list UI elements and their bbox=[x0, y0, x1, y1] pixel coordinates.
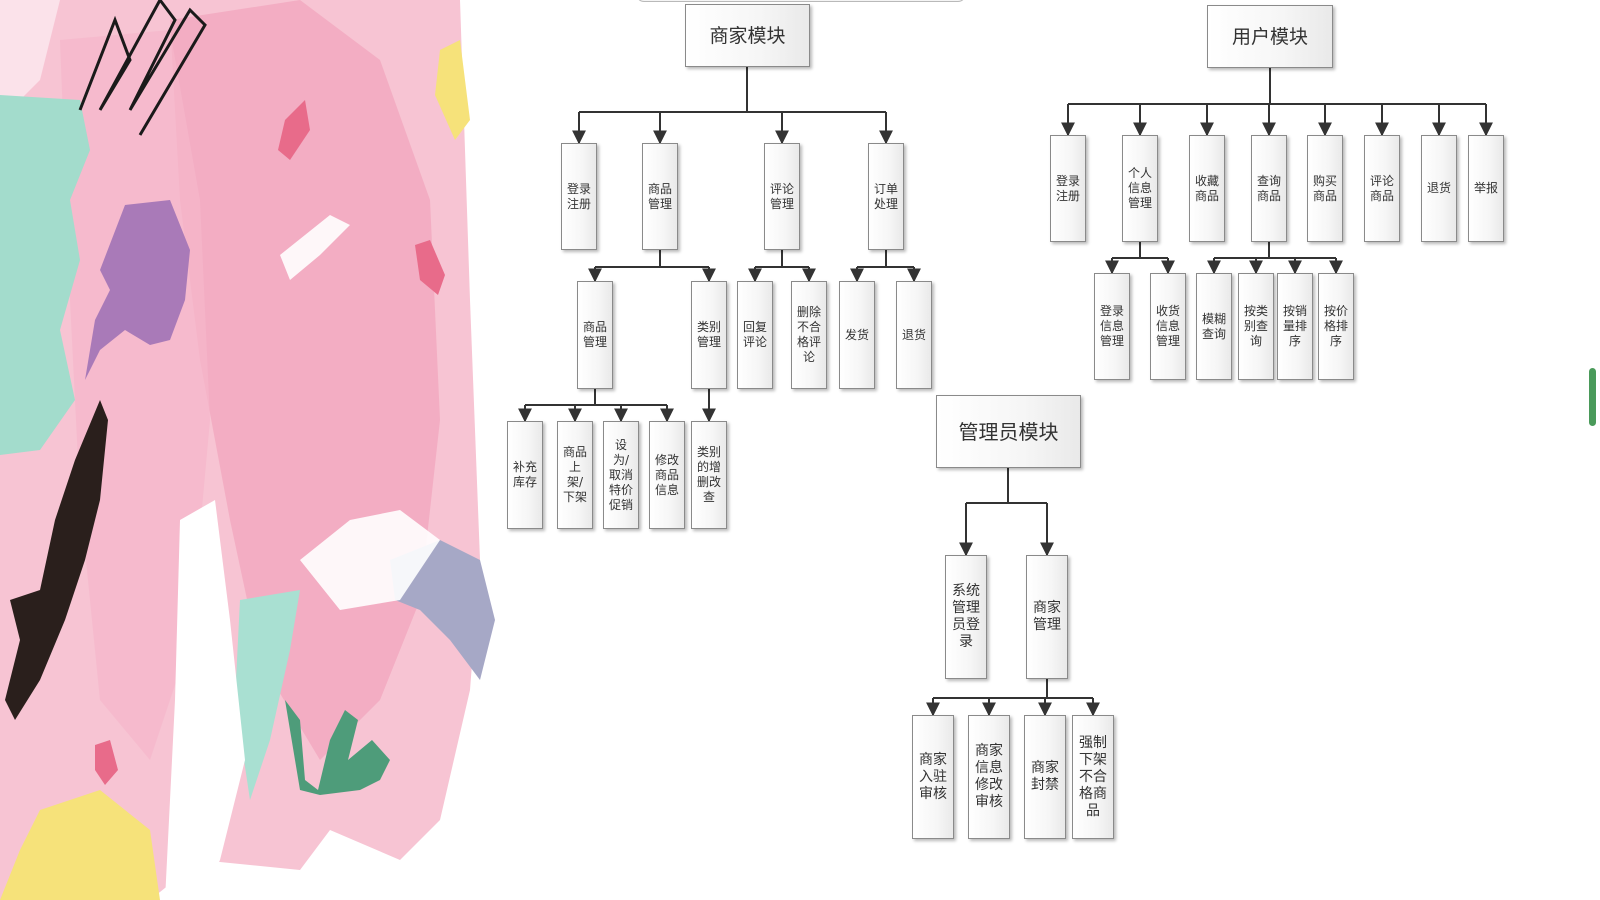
merchant-onboarding-review-node: 商家入驻审核 bbox=[912, 715, 954, 839]
merchant-ban-node: 商家封禁 bbox=[1024, 715, 1066, 839]
delete-unqualified-review-node: 删除不合格评论 bbox=[791, 281, 827, 389]
fuzzy-search-node: 模糊查询 bbox=[1196, 273, 1232, 380]
sort-by-sales-node: 按销量排序 bbox=[1277, 273, 1313, 380]
restock-node: 补充库存 bbox=[507, 421, 543, 529]
merchant-login-register-node: 登录注册 bbox=[561, 143, 597, 250]
report-node: 举报 bbox=[1468, 135, 1504, 242]
query-goods-node: 查询商品 bbox=[1251, 135, 1287, 242]
goods-management-sub-node: 商品管理 bbox=[577, 281, 613, 389]
paint-red-dash-1 bbox=[278, 100, 310, 160]
paint-white-streak bbox=[280, 215, 350, 280]
merchant-review-management-node: 评论管理 bbox=[764, 143, 800, 250]
paint-mint-small bbox=[235, 590, 300, 800]
login-info-management-node: 登录信息管理 bbox=[1094, 273, 1130, 380]
buy-goods-node: 购买商品 bbox=[1307, 135, 1343, 242]
review-goods-node: 评论商品 bbox=[1364, 135, 1400, 242]
favorite-goods-node: 收藏商品 bbox=[1189, 135, 1225, 242]
paint-black-brush bbox=[5, 400, 108, 720]
search-by-category-node: 按类别查询 bbox=[1238, 273, 1274, 380]
special-price-promotion-node: 设为/取消特价促销 bbox=[603, 421, 639, 529]
merchant-goods-management-node: 商品管理 bbox=[642, 143, 678, 250]
paint-white-gap bbox=[165, 500, 245, 900]
goods-on-off-shelf-node: 商品上架/下架 bbox=[557, 421, 593, 529]
merchant-module-node: 商家模块 bbox=[685, 4, 810, 67]
merchant-order-processing-node: 订单处理 bbox=[868, 143, 904, 250]
edit-goods-info-node: 修改商品信息 bbox=[649, 421, 685, 529]
admin-module-node: 管理员模块 bbox=[936, 395, 1081, 468]
force-delist-unqualified-goods-node: 强制下架不合格商品 bbox=[1072, 715, 1114, 839]
category-management-node: 类别管理 bbox=[691, 281, 727, 389]
personal-info-management-node: 个人信息管理 bbox=[1122, 135, 1158, 242]
paint-white-wash bbox=[0, 0, 60, 110]
category-crud-node: 类别的增删改查 bbox=[691, 421, 727, 529]
user-login-register-node: 登录注册 bbox=[1050, 135, 1086, 242]
paint-yellow-bottom bbox=[0, 790, 160, 900]
paint-yellow-top bbox=[435, 40, 470, 140]
paint-red-dash-3 bbox=[95, 740, 118, 785]
paint-red-dash-2 bbox=[415, 240, 445, 295]
paint-mint-block bbox=[0, 95, 90, 455]
merchant-management-node: 商家管理 bbox=[1026, 555, 1068, 679]
sort-by-price-node: 按价格排序 bbox=[1318, 273, 1354, 380]
decorative-painting bbox=[0, 0, 495, 900]
delivery-info-management-node: 收货信息管理 bbox=[1150, 273, 1186, 380]
paint-green-marks bbox=[285, 700, 390, 795]
reply-review-node: 回复评论 bbox=[737, 281, 773, 389]
vertical-scrollbar-thumb[interactable] bbox=[1589, 368, 1596, 426]
user-return-node: 退货 bbox=[1421, 135, 1457, 242]
paint-white-cloud bbox=[300, 510, 440, 610]
paint-black-scribble bbox=[78, 0, 207, 136]
ship-node: 发货 bbox=[839, 281, 875, 389]
user-module-node: 用户模块 bbox=[1207, 5, 1333, 68]
admin-login-node: 系统管理员登录 bbox=[945, 555, 987, 679]
paint-purple-patch bbox=[85, 200, 190, 380]
merchant-return-node: 退货 bbox=[896, 281, 932, 389]
merchant-info-change-review-node: 商家信息修改审核 bbox=[968, 715, 1010, 839]
